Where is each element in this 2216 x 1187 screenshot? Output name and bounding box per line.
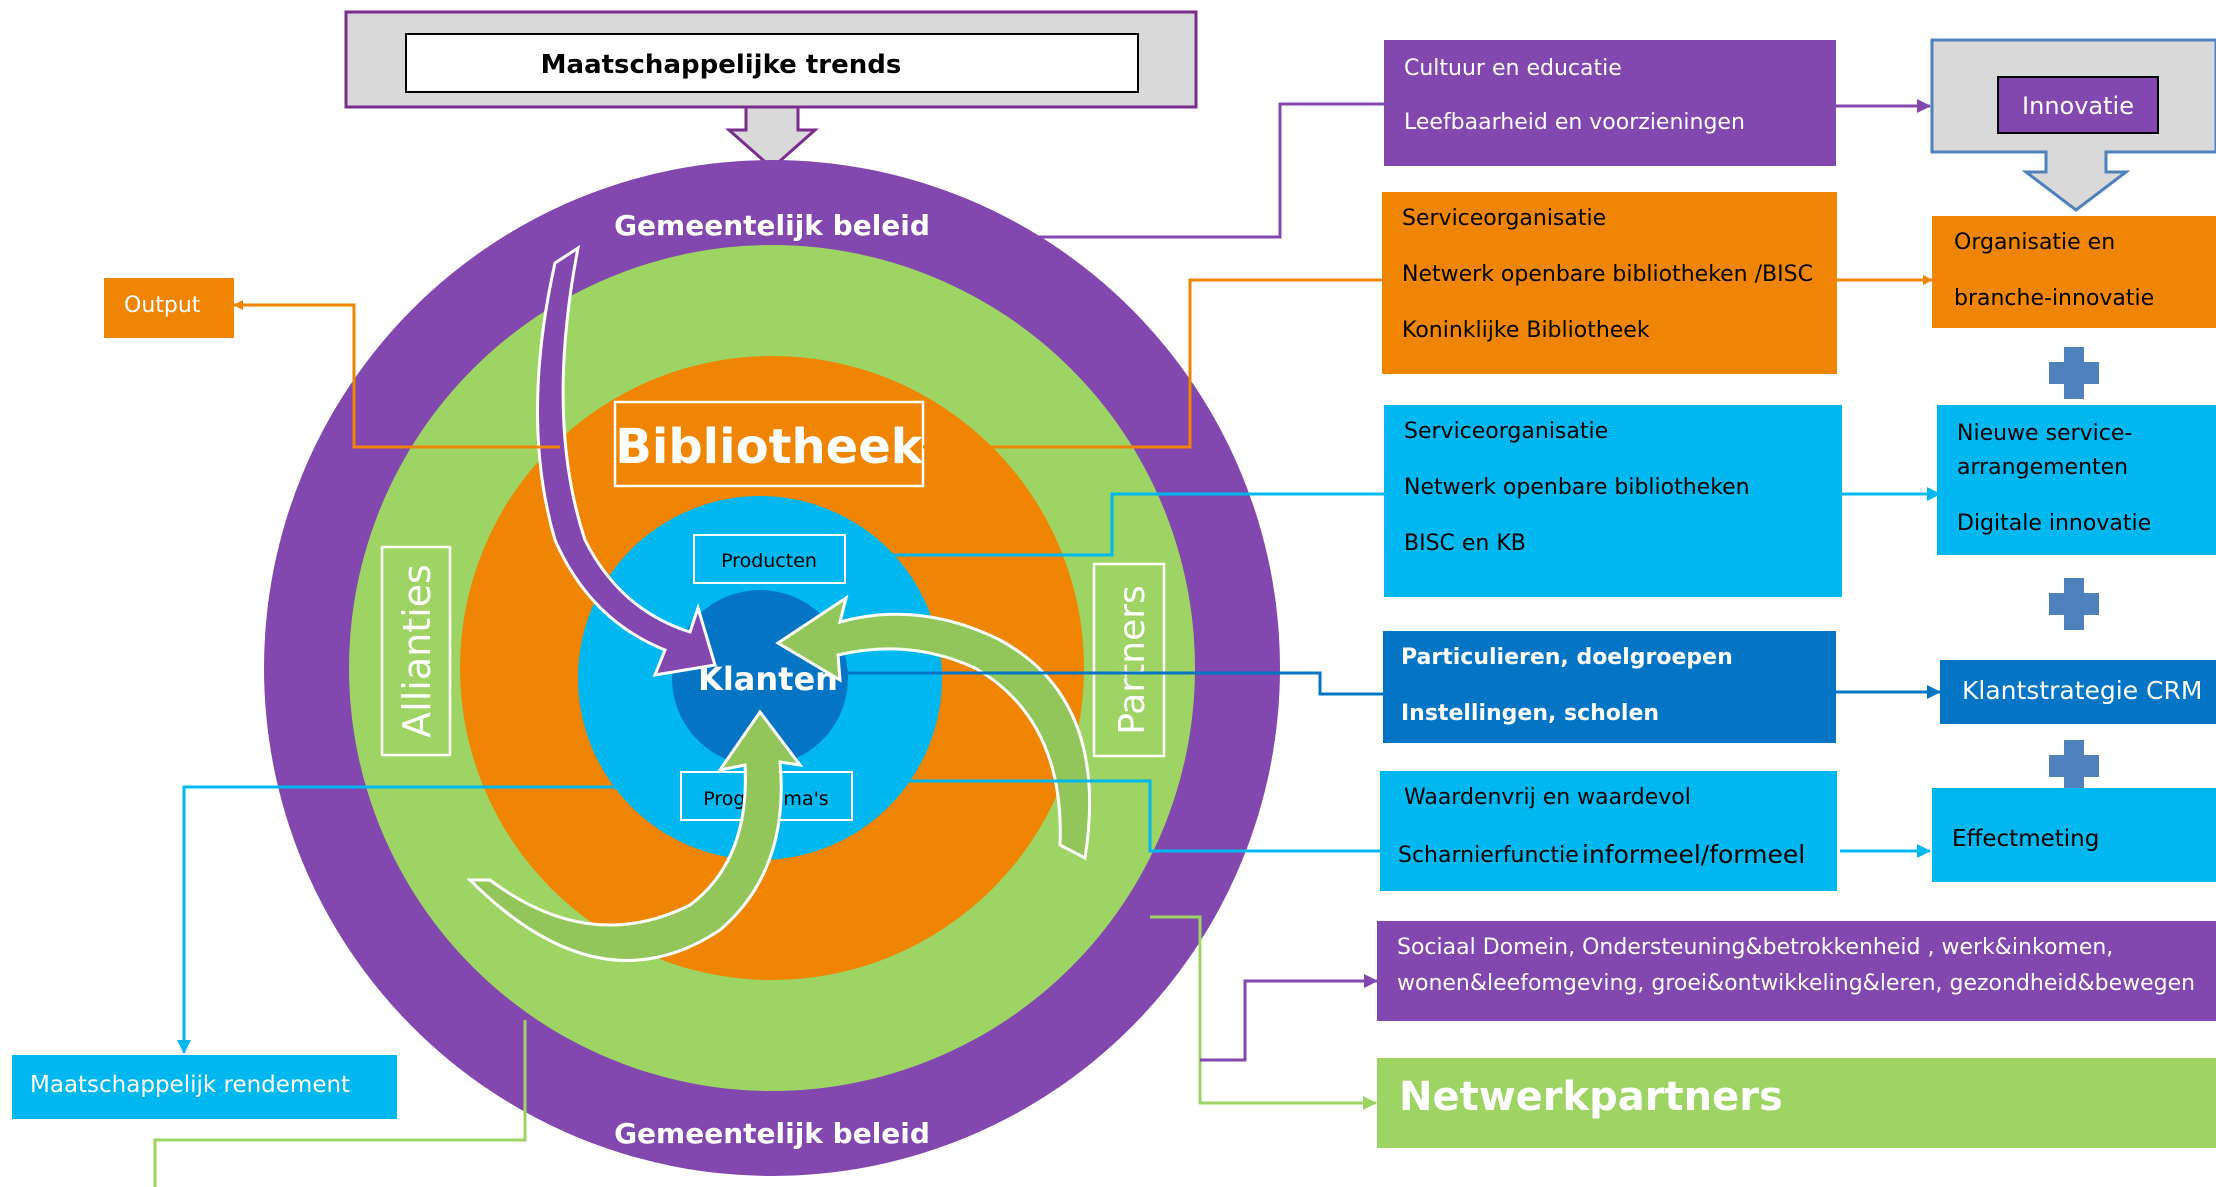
curved-arrow-green-left xyxy=(466,709,804,962)
cultuur-line-2: Leefbaarheid en voorzieningen xyxy=(1404,110,1745,135)
organisatie-line-1: Organisatie en xyxy=(1954,230,2116,255)
label-beleid-top: Gemeentelijk beleid xyxy=(614,209,930,242)
connector-bibliotheek-orange xyxy=(923,278,1382,449)
plus-icon xyxy=(2049,740,2099,792)
particulieren-box: Particulieren, doelgroepen Instellingen,… xyxy=(1383,631,1836,743)
nieuwe-line-1: Nieuwe service- xyxy=(1957,421,2133,446)
connector-beleid-purple xyxy=(915,102,1384,239)
organisatie-line-2: branche-innovatie xyxy=(1954,286,2155,311)
innovatie-label: Innovatie xyxy=(2022,92,2134,120)
label-beleid-bottom: Gemeentelijk beleid xyxy=(614,1117,930,1150)
effectmeting-box: Effectmeting xyxy=(1932,788,2216,882)
serviceorganisatie-cyan-box: Serviceorganisatie Netwerk openbare bibl… xyxy=(1384,405,1842,597)
label-bibliotheek: Bibliotheek xyxy=(615,419,924,475)
service-orange-line-3: Koninklijke Bibliotheek xyxy=(1402,318,1650,343)
trends-header: Maatschappelijke trends xyxy=(344,10,1198,171)
waarden-line-1: Waardenvrij en waardevol xyxy=(1404,785,1691,810)
serviceorganisatie-orange-box: Serviceorganisatie Netwerk openbare bibl… xyxy=(1382,192,1837,374)
plus-icon xyxy=(2049,578,2099,630)
connector-output xyxy=(233,300,560,449)
service-cyan-line-1: Serviceorganisatie xyxy=(1404,419,1609,444)
service-orange-line-1: Serviceorganisatie xyxy=(1402,206,1607,231)
output-label: Output xyxy=(124,293,201,318)
waarden-box: Waardenvrij en waardevol Scharnierfuncti… xyxy=(1380,771,1837,891)
innovatie-box: Innovatie xyxy=(1930,38,2216,212)
nieuwe-service-box: Nieuwe service- arrangementen Digitale i… xyxy=(1937,405,2216,555)
klantstrategie-box: Klantstrategie CRM xyxy=(1940,660,2216,724)
sociaal-line-2: wonen&leefomgeving, groei&ontwikkeling&l… xyxy=(1397,971,2196,996)
connector-green-bottom xyxy=(153,1020,527,1187)
cultuur-box: Cultuur en educatie Leefbaarheid en voor… xyxy=(1384,40,1836,166)
connector-programmas-cyan xyxy=(905,779,1385,853)
trends-down-arrow xyxy=(725,105,819,171)
label-partners: Partners xyxy=(1112,585,1153,735)
rendement-box: Maatschappelijk rendement xyxy=(12,1055,397,1119)
netwerkpartners-label: Netwerkpartners xyxy=(1399,1074,1783,1120)
particulieren-line-1: Particulieren, doelgroepen xyxy=(1401,645,1733,670)
service-cyan-line-2: Netwerk openbare bibliotheken xyxy=(1404,475,1750,500)
curved-arrow-green-right xyxy=(775,594,1092,861)
connector-sociaal xyxy=(1200,974,1378,1062)
curved-arrow-purple xyxy=(536,244,717,677)
nieuwe-line-3: Digitale innovatie xyxy=(1957,511,2152,536)
effectmeting-label: Effectmeting xyxy=(1952,826,2100,852)
rendement-label: Maatschappelijk rendement xyxy=(30,1072,351,1098)
connector-rendement xyxy=(177,785,620,1054)
waarden-line-3: informeel/formeel xyxy=(1582,840,1806,869)
connector-netwerkpartners xyxy=(1150,915,1377,1110)
nieuwe-line-2: arrangementen xyxy=(1957,455,2129,480)
connector-klanten-blue xyxy=(848,671,1383,696)
service-cyan-line-3: BISC en KB xyxy=(1404,531,1526,556)
sociaal-domein-box: Sociaal Domein, Ondersteuning&betrokkenh… xyxy=(1377,921,2216,1021)
label-producten: Producten xyxy=(721,550,817,572)
output-box: Output xyxy=(104,278,234,338)
service-orange-line-2: Netwerk openbare bibliotheken /BISC xyxy=(1402,262,1813,287)
sociaal-line-1: Sociaal Domein, Ondersteuning&betrokkenh… xyxy=(1397,935,2114,960)
organisatie-box: Organisatie en branche-innovatie xyxy=(1932,216,2216,328)
klantstrategie-label: Klantstrategie CRM xyxy=(1962,676,2203,705)
connector-producten-cyan xyxy=(880,492,1385,557)
trends-title: Maatschappelijke trends xyxy=(541,50,902,80)
waarden-line-2: Scharnierfunctie xyxy=(1398,843,1579,868)
netwerkpartners-box: Netwerkpartners xyxy=(1377,1058,2216,1148)
particulieren-line-2: Instellingen, scholen xyxy=(1401,701,1660,726)
cultuur-line-1: Cultuur en educatie xyxy=(1404,56,1622,81)
plus-icon xyxy=(2049,347,2099,399)
label-allianties: Allianties xyxy=(395,564,439,738)
